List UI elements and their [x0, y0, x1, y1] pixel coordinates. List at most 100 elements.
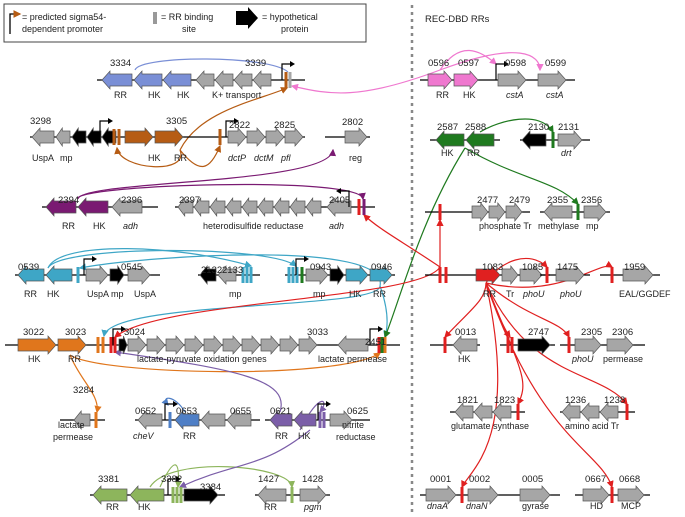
rr-binding-site — [610, 267, 614, 283]
rr-binding-site — [322, 412, 326, 428]
label-hk-0597: HK — [463, 90, 476, 100]
label-2355: 2355 — [547, 195, 568, 206]
rr-binding-site — [179, 487, 183, 503]
label-2133: 2133 — [222, 265, 243, 276]
gene-1427 — [257, 485, 287, 505]
gene-hk-2394 — [77, 197, 109, 217]
label-dnaA: dnaA — [427, 501, 448, 511]
label-reductase: reductase — [336, 432, 376, 442]
label-phoU-1085: phoU — [522, 289, 545, 299]
gene-glutamate — [473, 402, 493, 422]
rr-binding-site — [516, 404, 520, 420]
label-mp-2356: mp — [586, 221, 599, 231]
label-cheV: cheV — [133, 431, 155, 441]
gene-3022 — [17, 335, 57, 355]
gene-2130 — [521, 130, 547, 150]
gene-lactate — [279, 335, 299, 355]
gene-1475 — [555, 265, 585, 285]
gene-k-transport — [233, 70, 253, 90]
label-mp-0943: mp — [313, 289, 326, 299]
label-uspa-0545: UspA — [134, 289, 156, 299]
rr-binding-site — [290, 487, 294, 503]
gene-lactate — [222, 335, 242, 355]
label-1823: 1823 — [494, 395, 515, 406]
regulatory-arrow — [114, 266, 441, 338]
regulatory-arrow — [113, 349, 282, 413]
gene-0667 — [582, 485, 610, 505]
label-3298: 3298 — [30, 116, 51, 127]
rr-binding-site — [625, 404, 629, 420]
label-permease-3284: permease — [53, 432, 93, 442]
gene-hk — [133, 70, 163, 90]
gene-0625 — [329, 410, 353, 430]
gene-hk — [162, 70, 192, 90]
promoter-icon — [167, 478, 176, 495]
label-0653: 0653 — [176, 406, 197, 417]
legend-hyp-line1: = hypothetical — [262, 12, 318, 22]
gene-dct — [246, 127, 266, 147]
gene-hk-3382 — [129, 485, 165, 505]
regulatory-arrow — [114, 146, 182, 168]
rr-binding-site — [460, 487, 464, 503]
label-dctP: dctP — [228, 153, 246, 163]
label-lactate-perm-2451: lactate permease — [318, 354, 387, 364]
rr-binding-site — [113, 337, 117, 353]
label-3305: 3305 — [166, 116, 187, 127]
hypothetical-legend-icon — [236, 7, 258, 29]
promoter-icon — [164, 403, 173, 420]
gene-hetero — [257, 196, 274, 218]
label-0621: 0621 — [270, 406, 291, 417]
label-3022: 3022 — [23, 327, 44, 338]
label-1475: 1475 — [557, 262, 578, 273]
regulatory-arrow — [485, 282, 570, 339]
rr-binding-site — [241, 267, 245, 283]
gene-3334 — [101, 70, 133, 90]
gene-2356 — [583, 202, 607, 222]
rr-binding-site — [300, 267, 304, 283]
label-2305: 2305 — [581, 327, 602, 338]
regulatory-arrow — [69, 352, 381, 373]
rr-binding-site — [438, 267, 442, 283]
gene-uspa — [85, 265, 109, 285]
regulatory-arrow — [464, 147, 579, 205]
label-0625: 0625 — [347, 406, 368, 417]
label-gyrase: gyrase — [522, 501, 549, 511]
rr-binding-site — [438, 204, 442, 220]
label-1959: 1959 — [624, 262, 645, 273]
label-rr-3381: RR — [106, 502, 119, 512]
rr-binding-site — [96, 337, 100, 353]
rr-binding-site — [249, 267, 253, 283]
gene-amino-tr — [580, 402, 600, 422]
label-dnaN: dnaN — [466, 501, 488, 511]
label-3384: 3384 — [200, 482, 221, 493]
promoter-icon — [369, 328, 378, 345]
label-3023: 3023 — [65, 327, 86, 338]
label-hk-0539: HK — [47, 289, 60, 299]
gene-0001 — [425, 485, 457, 505]
legend: = predicted sigma54- dependent promoter … — [3, 3, 367, 43]
gene-lactate — [298, 335, 318, 355]
gene-dct — [227, 127, 247, 147]
rr-binding-site — [171, 487, 175, 503]
label-1428: 1428 — [302, 474, 323, 485]
rec-dbd-header: REC-DBD RRs — [425, 14, 490, 25]
label-phoU-2305: phoU — [571, 354, 594, 364]
label-0545: 0545 — [121, 262, 142, 273]
regulatory-arrow — [179, 144, 222, 168]
gene-hk-0539 — [45, 265, 73, 285]
label-0005: 0005 — [522, 474, 543, 485]
gene-hyp-0539 — [109, 264, 125, 286]
label-hk-3382: HK — [138, 502, 151, 512]
gene-hetero — [193, 196, 210, 218]
label-glutamate: glutamate synthase — [451, 421, 529, 431]
rr-binding-site — [109, 337, 113, 353]
label-nitrite: nitrite — [342, 420, 364, 430]
regulatory-arrow — [485, 282, 614, 489]
gene-1083 — [475, 265, 501, 285]
gene-lactate — [260, 335, 280, 355]
regulatory-arrow — [47, 248, 253, 269]
label-0001: 0001 — [430, 474, 451, 485]
promoter-arrowhead — [378, 326, 383, 332]
label-eal: EAL/GGDEF — [619, 289, 671, 299]
